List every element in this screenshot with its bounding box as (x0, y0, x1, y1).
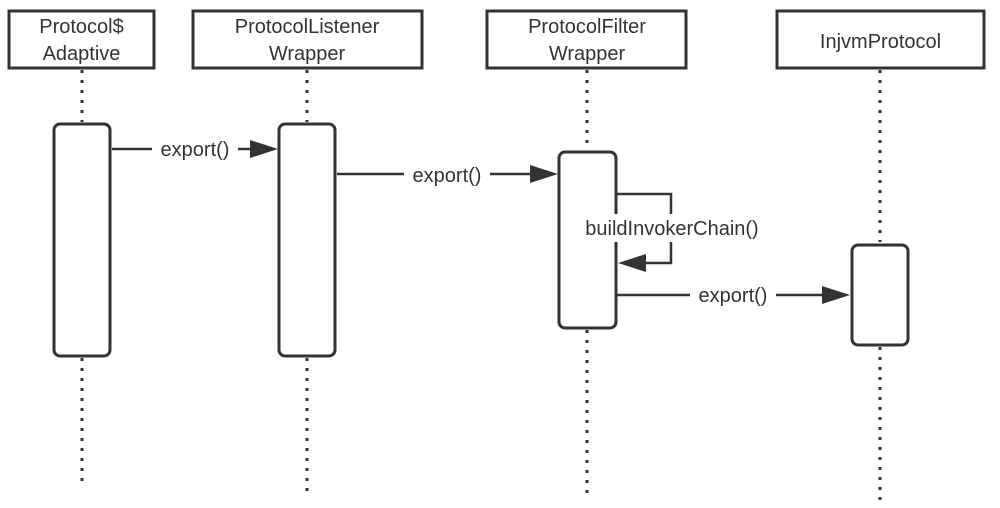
participant-listener: ProtocolListener Wrapper (191, 9, 424, 70)
arrowhead-icon (618, 254, 646, 272)
participant-listener-line1: ProtocolListener (235, 16, 380, 38)
message-label: export() (699, 285, 768, 307)
activation-injvm (850, 243, 910, 347)
participant-adaptive-line1: Protocol$ (39, 16, 124, 38)
message-export-1: export() (112, 137, 278, 161)
arrowhead-icon (250, 140, 278, 158)
arrowhead-icon (822, 286, 850, 304)
participant-injvm: InjvmProtocol (775, 9, 986, 70)
message-label: buildInvokerChain() (585, 218, 758, 240)
participant-filter-line2: Wrapper (549, 43, 626, 65)
participant-adaptive: Protocol$ Adaptive (7, 9, 156, 70)
participant-adaptive-line2: Adaptive (43, 43, 121, 65)
message-label: export() (413, 165, 482, 187)
participant-filter-line1: ProtocolFilter (528, 16, 646, 38)
activation-listener (277, 122, 337, 358)
participant-injvm-line1: InjvmProtocol (820, 31, 941, 53)
message-export-3: export() (617, 283, 850, 307)
participant-filter: ProtocolFilter Wrapper (485, 9, 688, 70)
message-build-invoker-chain: buildInvokerChain() (568, 192, 776, 272)
activation-adaptive (52, 122, 112, 358)
arrowhead-icon (530, 165, 558, 183)
message-export-2: export() (337, 163, 558, 187)
participant-listener-line2: Wrapper (269, 43, 346, 65)
message-label: export() (161, 139, 230, 161)
